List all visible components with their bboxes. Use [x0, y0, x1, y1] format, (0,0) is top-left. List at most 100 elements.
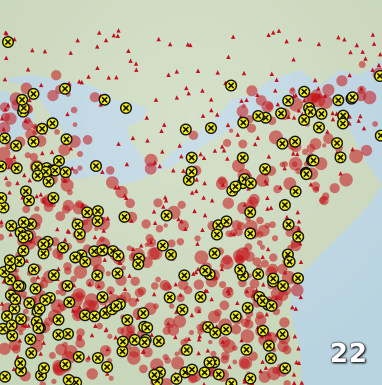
x-circle-icon[interactable] [47, 191, 60, 204]
x-circle-icon[interactable] [138, 336, 151, 349]
x-circle-icon[interactable] [0, 370, 11, 383]
x-circle-icon[interactable] [262, 339, 275, 352]
x-circle-icon[interactable] [292, 230, 305, 243]
x-circle-icon[interactable] [120, 102, 132, 114]
x-circle-icon[interactable] [225, 377, 238, 385]
x-circle-icon[interactable] [194, 291, 207, 303]
x-circle-icon[interactable] [91, 215, 104, 227]
x-circle-icon[interactable] [212, 368, 225, 381]
x-circle-icon[interactable] [289, 135, 302, 148]
x-circle-icon[interactable] [12, 279, 25, 292]
x-circle-icon[interactable] [156, 239, 169, 252]
x-circle-icon[interactable] [88, 310, 101, 323]
x-circle-icon[interactable] [176, 303, 189, 316]
x-circle-icon[interactable] [225, 79, 238, 92]
x-circle-icon[interactable] [185, 151, 198, 164]
x-circle-icon[interactable] [72, 350, 85, 363]
x-circle-icon[interactable] [81, 206, 94, 219]
x-circle-icon[interactable] [42, 175, 55, 188]
x-circle-icon[interactable] [132, 258, 145, 271]
x-circle-icon[interactable] [315, 107, 328, 120]
x-circle-icon[interactable] [165, 248, 177, 261]
x-circle-icon[interactable] [210, 228, 223, 241]
x-circle-icon[interactable] [6, 329, 19, 342]
x-circle-icon[interactable] [257, 324, 269, 337]
x-circle-icon[interactable] [91, 205, 104, 218]
x-circle-icon[interactable] [63, 296, 76, 309]
x-circle-icon[interactable] [61, 279, 74, 292]
x-circle-icon[interactable] [0, 201, 10, 214]
x-circle-icon[interactable] [73, 228, 86, 240]
x-circle-icon[interactable] [199, 264, 212, 277]
x-circle-icon[interactable] [23, 297, 36, 309]
x-circle-icon[interactable] [374, 129, 382, 142]
x-circle-icon[interactable] [39, 294, 52, 306]
x-circle-icon[interactable] [98, 93, 111, 106]
x-circle-icon[interactable] [17, 216, 30, 229]
x-circle-icon[interactable] [289, 185, 302, 198]
x-circle-icon[interactable] [27, 87, 40, 100]
x-circle-icon[interactable] [52, 313, 65, 326]
x-circle-icon[interactable] [185, 165, 198, 178]
x-circle-icon[interactable] [37, 247, 50, 260]
x-circle-icon[interactable] [148, 368, 161, 381]
x-circle-icon[interactable] [298, 114, 311, 126]
x-circle-icon[interactable] [53, 154, 65, 167]
x-circle-icon[interactable] [27, 263, 40, 276]
x-circle-icon[interactable] [203, 356, 216, 369]
x-circle-icon[interactable] [252, 110, 265, 122]
x-circle-icon[interactable] [298, 85, 311, 98]
x-circle-icon[interactable] [208, 247, 221, 260]
x-circle-icon[interactable] [276, 328, 289, 341]
x-circle-icon[interactable] [346, 91, 359, 104]
x-circle-icon[interactable] [241, 301, 254, 314]
x-circle-icon[interactable] [163, 291, 176, 304]
x-circle-icon[interactable] [307, 154, 320, 167]
x-circle-icon[interactable] [332, 94, 345, 107]
x-circle-icon[interactable] [244, 206, 257, 219]
x-circle-icon[interactable] [137, 307, 150, 320]
x-circle-icon[interactable] [2, 36, 14, 48]
x-circle-icon[interactable] [79, 255, 92, 268]
x-circle-icon[interactable] [277, 279, 289, 292]
x-circle-icon[interactable] [71, 218, 84, 231]
x-circle-icon[interactable] [111, 267, 124, 280]
x-circle-icon[interactable] [33, 302, 46, 315]
x-circle-icon[interactable] [14, 357, 27, 370]
x-circle-icon[interactable] [8, 302, 21, 315]
x-circle-icon[interactable] [52, 328, 65, 341]
x-circle-icon[interactable] [237, 116, 250, 129]
x-circle-icon[interactable] [292, 272, 304, 285]
x-circle-icon[interactable] [331, 137, 343, 150]
x-circle-icon[interactable] [160, 209, 173, 222]
x-circle-icon[interactable] [209, 326, 222, 339]
x-circle-icon[interactable] [186, 363, 198, 376]
x-circle-icon[interactable] [252, 268, 265, 281]
x-circle-icon[interactable] [5, 319, 18, 332]
x-circle-icon[interactable] [25, 346, 38, 359]
x-circle-icon[interactable] [116, 345, 129, 358]
x-circle-icon[interactable] [3, 254, 16, 267]
x-circle-icon[interactable] [36, 122, 49, 135]
x-circle-icon[interactable] [283, 255, 296, 268]
x-circle-icon[interactable] [240, 343, 253, 356]
x-circle-icon[interactable] [32, 322, 45, 335]
x-circle-icon[interactable] [304, 105, 317, 118]
x-circle-icon[interactable] [141, 321, 154, 334]
x-circle-icon[interactable] [10, 162, 23, 175]
x-circle-icon[interactable] [37, 362, 50, 375]
x-circle-icon[interactable] [234, 263, 247, 276]
x-circle-icon[interactable] [259, 163, 272, 175]
x-circle-icon[interactable] [59, 358, 72, 371]
x-circle-icon[interactable] [244, 372, 257, 385]
x-circle-icon[interactable] [37, 238, 50, 251]
x-circle-icon[interactable] [128, 333, 141, 346]
x-circle-icon[interactable] [24, 333, 37, 346]
x-circle-icon[interactable] [16, 93, 29, 106]
x-circle-icon[interactable] [47, 269, 60, 282]
x-circle-icon[interactable] [229, 180, 242, 193]
x-circle-icon[interactable] [19, 185, 32, 198]
x-circle-icon[interactable] [62, 373, 75, 385]
x-circle-icon[interactable] [9, 293, 22, 306]
